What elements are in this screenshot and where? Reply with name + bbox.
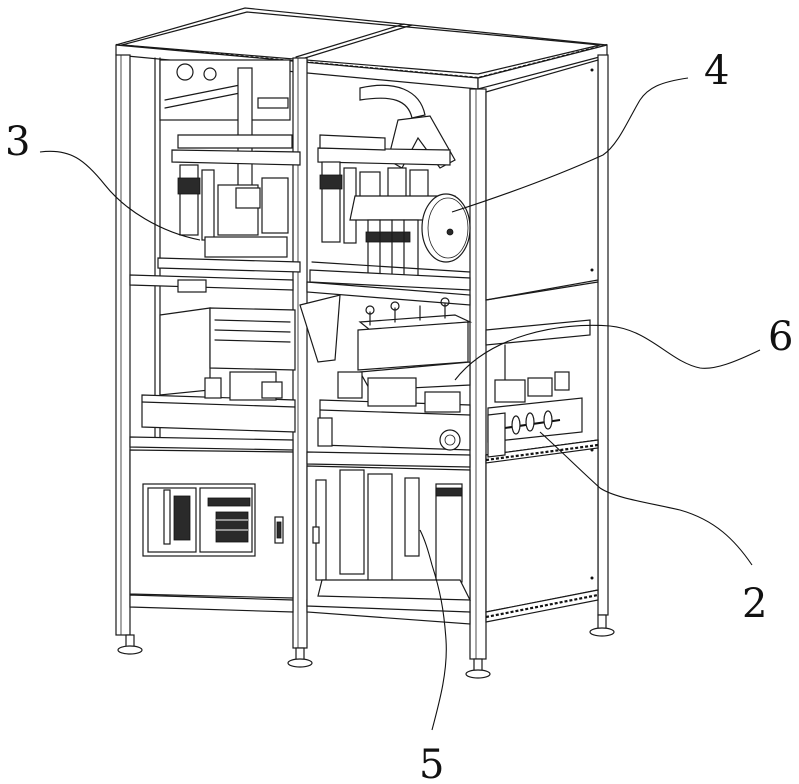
callout-6: 6 bbox=[768, 314, 793, 360]
leader-line-5 bbox=[419, 529, 447, 731]
upper-right-gripper-assembly bbox=[309, 84, 471, 291]
leader-line-3 bbox=[39, 150, 201, 241]
callout-4: 4 bbox=[704, 48, 729, 94]
callout-5: 5 bbox=[419, 742, 444, 784]
upper-left-press-assembly bbox=[157, 59, 301, 293]
callout-labels: 3 4 6 2 5 bbox=[5, 48, 793, 784]
leader-line-6 bbox=[454, 324, 761, 381]
lower-cabinet bbox=[129, 449, 471, 613]
conveyor-module bbox=[141, 371, 583, 458]
callout-3: 3 bbox=[5, 119, 30, 165]
horizontal-rails bbox=[129, 274, 599, 625]
callout-2: 2 bbox=[742, 581, 767, 627]
leader-line-4 bbox=[451, 77, 689, 213]
electrical-control-panel bbox=[142, 483, 284, 557]
leader-line-2 bbox=[539, 431, 753, 566]
leader-lines bbox=[39, 77, 761, 731]
leveling-feet bbox=[117, 614, 615, 679]
